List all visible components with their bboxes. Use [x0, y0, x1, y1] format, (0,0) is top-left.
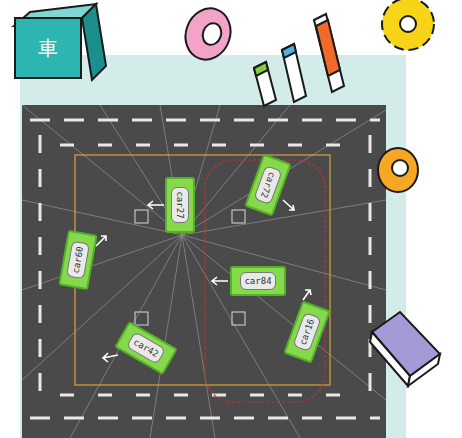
lane-dash — [369, 135, 372, 405]
heading-arrow — [96, 236, 106, 246]
ray — [22, 105, 182, 235]
gear — [382, 0, 434, 50]
heading-arrow — [148, 201, 164, 209]
ring-body — [178, 2, 237, 66]
ray — [182, 235, 386, 400]
book-pages — [370, 332, 410, 386]
cube-side — [82, 4, 106, 80]
ray — [182, 235, 215, 438]
car-box: car27 — [165, 177, 195, 233]
car-id: car16 — [293, 312, 322, 351]
heading-arrow — [103, 353, 118, 362]
cube-label: 車 — [38, 36, 58, 60]
ray — [22, 235, 182, 380]
bar — [282, 44, 306, 102]
ray — [182, 235, 300, 438]
lane-dash — [39, 135, 42, 405]
heading-arrow — [212, 277, 228, 285]
cube-shadow — [14, 4, 106, 80]
ring-hole — [200, 21, 224, 48]
ring-body — [378, 148, 418, 192]
bar-stripe — [316, 20, 340, 76]
sensor-rays — [22, 105, 386, 438]
book-pages — [408, 354, 440, 386]
bar — [314, 14, 344, 92]
heading-arrow — [283, 200, 294, 210]
ray — [22, 200, 182, 235]
zone-boundary — [75, 155, 330, 385]
gear-hole — [400, 16, 416, 32]
car-id: car60 — [66, 241, 90, 279]
orange-ring — [378, 148, 418, 192]
lane-dash — [30, 417, 380, 420]
ray — [182, 105, 290, 235]
route-zone — [205, 160, 325, 402]
marker-square — [135, 312, 148, 325]
ray — [22, 235, 182, 290]
ring-hole — [392, 160, 408, 176]
purple-book — [370, 312, 440, 386]
car-box: car84 — [230, 266, 286, 296]
lane-dash — [60, 394, 350, 397]
heading-arrow — [303, 290, 311, 300]
car-id: car72 — [254, 165, 283, 204]
lane-markings — [30, 120, 380, 418]
ray — [182, 200, 386, 235]
bar-shapes — [254, 14, 344, 106]
car-id: car84 — [240, 272, 275, 290]
bar-top — [282, 44, 296, 58]
teal-panel — [20, 55, 406, 438]
ray — [182, 110, 386, 235]
lane-dash — [60, 144, 350, 147]
marker-square — [232, 210, 245, 223]
car-id: car27 — [171, 187, 189, 222]
marker-square — [135, 210, 148, 223]
cube-block: 車 — [14, 17, 82, 79]
marker-square — [232, 312, 245, 325]
bar — [254, 62, 276, 106]
bar-top — [254, 62, 268, 76]
pink-ring — [178, 2, 237, 66]
asphalt — [22, 105, 386, 438]
lane-dash — [30, 119, 380, 122]
gear-body — [382, 0, 434, 50]
